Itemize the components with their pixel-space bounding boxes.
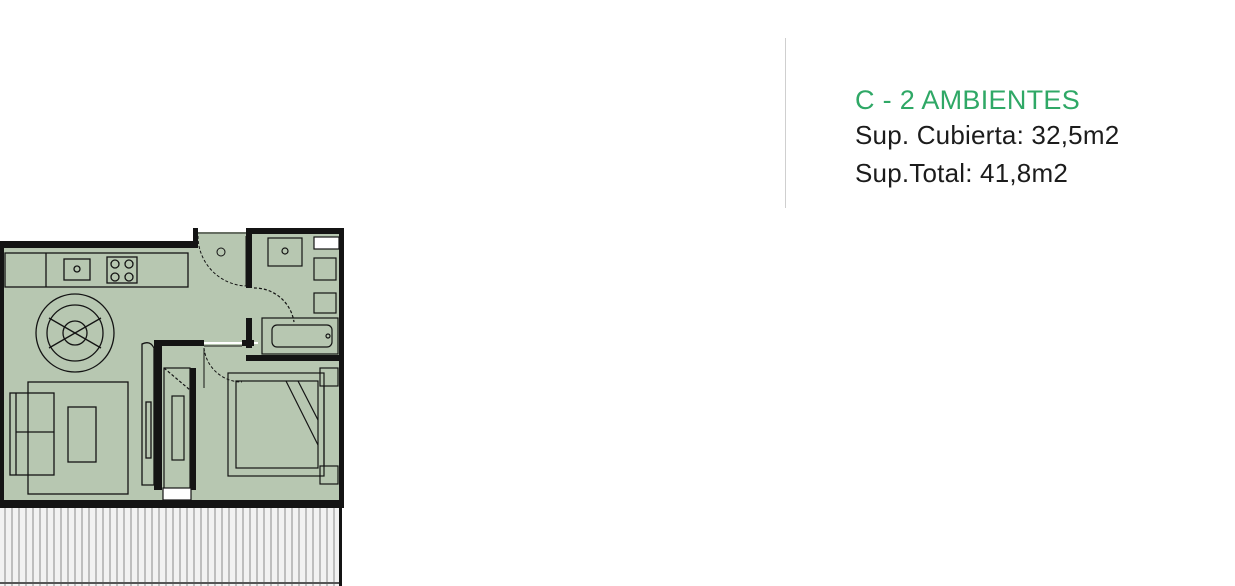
- balcony-floor: [0, 508, 342, 586]
- coffee-table-icon: [67, 406, 97, 463]
- wall-left: [0, 241, 4, 508]
- wall-entry-bath: [246, 228, 252, 288]
- sofa-icon: [9, 392, 55, 476]
- wall-bottom: [0, 500, 344, 508]
- wall-closet-right: [190, 368, 196, 490]
- wall-bath-lower: [246, 318, 252, 348]
- bedroom-door-icon: [203, 345, 243, 388]
- wall-living-bedroom: [154, 340, 162, 490]
- nightstand-icon: [319, 465, 339, 485]
- stove-icon: [106, 256, 138, 284]
- tv-unit: [145, 401, 152, 459]
- bedroom-floor: [160, 344, 342, 500]
- bathtub-icon: [261, 317, 339, 355]
- sink-icon: [63, 258, 91, 281]
- living-furniture: [9, 342, 155, 495]
- dining-table-icon: [35, 293, 115, 373]
- entry-door-icon: [197, 232, 247, 287]
- bathroom-sink-icon: [267, 237, 303, 267]
- covered-area: Sup. Cubierta: 32,5m2: [855, 120, 1120, 150]
- window: [313, 236, 340, 250]
- wall-closet-top: [154, 340, 204, 346]
- kitchen: [4, 252, 189, 288]
- closet-door-gap: [162, 487, 192, 501]
- bed-icon: [227, 367, 339, 485]
- bathroom-floor: [258, 232, 342, 358]
- unit-title: C - 2 AMBIENTES: [855, 85, 1081, 115]
- floor-plan-drawing: [0, 228, 344, 586]
- wall-bath-bottom: [246, 355, 344, 361]
- wall-top-bath: [246, 228, 344, 234]
- wall-top-left: [0, 241, 196, 248]
- wall-entry-left: [193, 228, 198, 248]
- nightstand-icon: [319, 367, 339, 387]
- unit-info: C - 2 AMBIENTES Sup. Cubierta: 32,5m2 Su…: [855, 84, 1119, 192]
- wall-right: [339, 228, 344, 508]
- balcony-railing: [4, 508, 335, 586]
- toilet-icon: [313, 257, 337, 281]
- kitchen-counter: [4, 252, 189, 288]
- floor-areas: [0, 232, 342, 500]
- floor-plan: [0, 0, 345, 586]
- balcony-edge: [339, 508, 342, 586]
- wall-closet-top-right: [242, 340, 254, 346]
- bathroom: [253, 236, 340, 355]
- walls: [0, 228, 344, 508]
- total-area: Sup.Total: 41,8m2: [855, 158, 1068, 188]
- bidet-icon: [313, 292, 337, 314]
- rug: [27, 381, 129, 495]
- balcony: [0, 508, 342, 586]
- divider: [785, 38, 786, 208]
- closet: [162, 367, 192, 501]
